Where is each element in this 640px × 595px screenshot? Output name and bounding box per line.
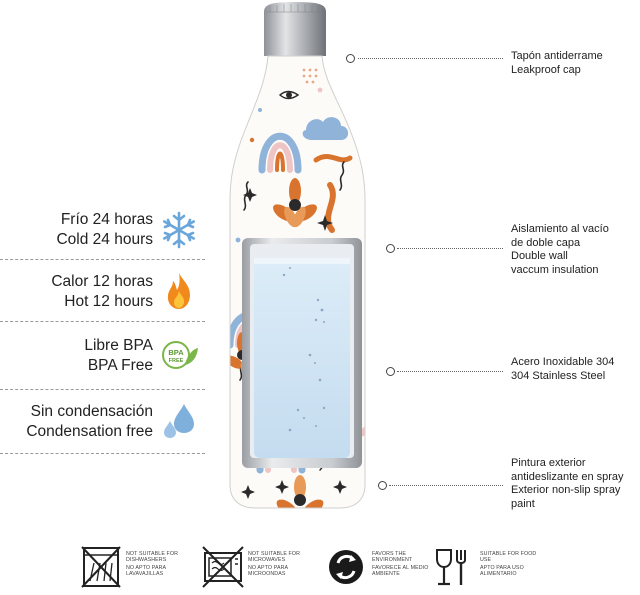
- callout-text-line: Leakproof cap: [511, 63, 581, 76]
- care-food-en: SUITABLE FOR FOOD USE: [480, 551, 537, 563]
- callout-insulation-label: Aislamiento al vacío de doble capa Doubl…: [511, 223, 609, 277]
- feature-separator: [0, 453, 205, 454]
- care-dishwasher-en: NOT SUITABLE FOR DISHWASHERS: [126, 551, 179, 563]
- feature-bpa: Libre BPA BPA Free BPA FREE: [0, 333, 205, 391]
- feature-separator: [0, 259, 205, 260]
- feature-separator: [0, 389, 205, 390]
- feature-separator: [0, 321, 205, 322]
- callout-line: [397, 371, 503, 372]
- callout-text-line: Aislamiento al vacío: [511, 223, 609, 235]
- feature-cold-line2: Cold 24 hours: [56, 231, 153, 248]
- feature-hot-line2: Hot 12 hours: [64, 293, 153, 310]
- water-drops-icon: [164, 404, 194, 438]
- callout-cap-label: Tapón antiderrame Leakproof cap: [511, 50, 603, 77]
- feature-condensation: Sin condensación Condensation free: [0, 401, 205, 459]
- bpa-badge-bottom: FREE: [169, 358, 184, 364]
- callout-text-line: vaccum insulation: [511, 263, 599, 276]
- callout-text-line: Double wall: [511, 250, 568, 262]
- callout-line: [397, 248, 503, 249]
- callout-dot: [386, 367, 395, 376]
- feature-cold-text: Frío 24 horas Cold 24 hours: [56, 210, 153, 250]
- callout-paint-label: Pintura exterior antideslizante en spray…: [511, 457, 624, 511]
- callout-dot: [346, 54, 355, 63]
- feature-hot: Calor 12 horas Hot 12 hours: [0, 270, 205, 328]
- feature-bpa-text: Libre BPA BPA Free: [84, 336, 153, 376]
- feature-condensation-text: Sin condensación Condensation free: [26, 402, 153, 442]
- no-microwave-icon: [202, 546, 244, 588]
- callout-text-line: Exterior non-slip spray: [511, 484, 621, 496]
- snowflake-icon: [163, 211, 196, 249]
- feature-bpa-line2: BPA Free: [87, 357, 153, 374]
- bpa-badge-top: BPA: [168, 348, 184, 357]
- feature-condensation-line2: Condensation free: [26, 423, 153, 440]
- care-environment-es: FAVORECE AL MEDIO AMBIENTE: [372, 565, 429, 577]
- no-dishwasher-icon: [81, 546, 121, 588]
- bottle-illustration: [229, 2, 366, 509]
- callout-text-line: paint: [511, 497, 535, 510]
- callout-dot: [386, 244, 395, 253]
- feature-cold-line1: Frío 24 horas: [60, 211, 153, 228]
- care-microwave-en: NOT SUITABLE FOR MICROWAVES: [248, 551, 301, 563]
- callout-text-line: antideslizante en spray: [511, 470, 624, 483]
- callout-text-line: de doble capa: [511, 236, 581, 249]
- callout-text-line: 304 Stainless Steel: [511, 369, 606, 382]
- feature-cold: Frío 24 horas Cold 24 hours: [0, 206, 205, 264]
- bpa-free-leaf-icon: BPA FREE: [162, 341, 198, 369]
- callout-line: [358, 58, 503, 59]
- callout-text-line: Pintura exterior: [511, 457, 586, 469]
- flame-icon: [167, 273, 190, 309]
- care-microwave-es: NO APTO PARA MICROONDAS: [248, 565, 288, 577]
- feature-bpa-line1: Libre BPA: [84, 337, 153, 354]
- care-environment-en: FAVORS THE ENVIRONMENT: [372, 551, 413, 563]
- food-safe-icon: [436, 549, 466, 586]
- care-dishwasher-es: NO APTO PARA LAVAVAJILLAS: [126, 565, 166, 577]
- callout-dot: [378, 481, 387, 490]
- callout-text-line: Acero Inoxidable 304: [511, 356, 615, 368]
- callout-line: [389, 485, 503, 486]
- feature-hot-text: Calor 12 horas Hot 12 hours: [51, 272, 153, 312]
- feature-hot-line1: Calor 12 horas: [51, 273, 153, 290]
- care-food-es: APTO PARA USO ALIMENTARIO: [480, 565, 524, 577]
- feature-condensation-line1: Sin condensación: [30, 403, 153, 420]
- recycle-icon: [329, 550, 363, 584]
- bottle-cap: [264, 2, 326, 56]
- callout-text-line: Tapón antiderrame: [511, 50, 603, 62]
- callout-steel-label: Acero Inoxidable 304 304 Stainless Steel: [511, 356, 614, 383]
